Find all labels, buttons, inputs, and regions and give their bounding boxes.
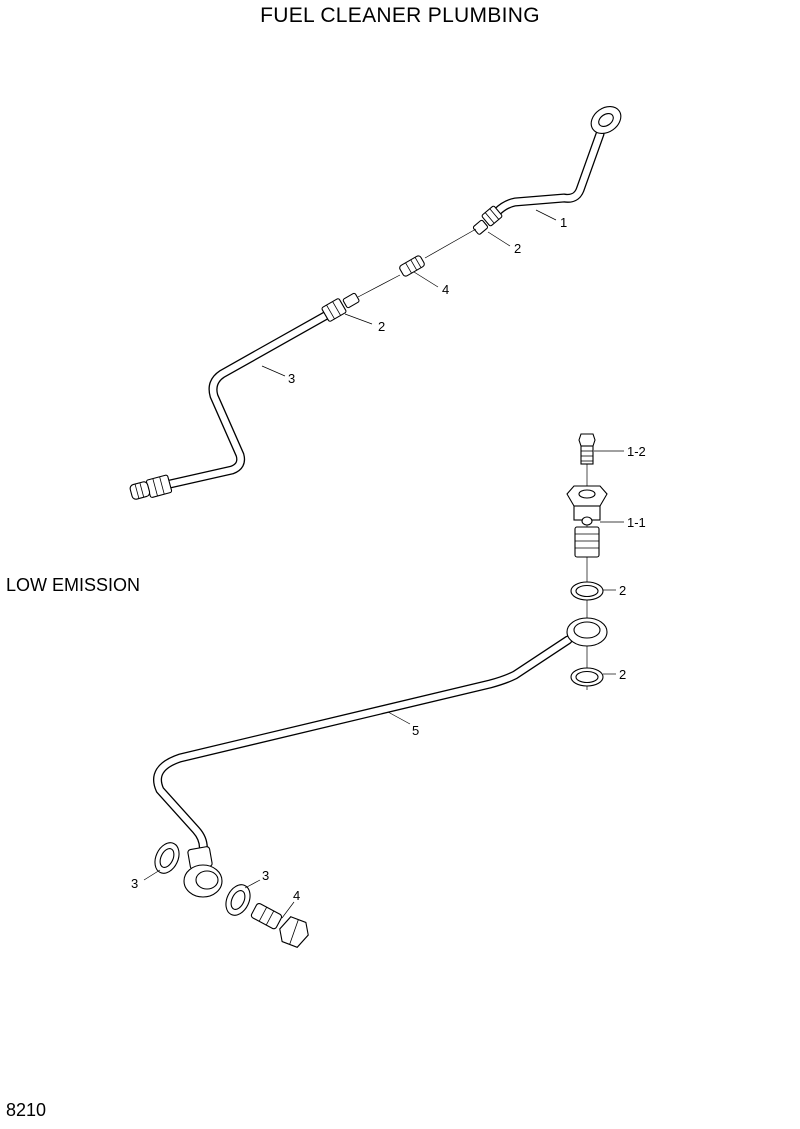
leader-4-lower: [281, 901, 295, 919]
leader-2a: [487, 231, 511, 247]
banjo-bolt-1-1: [566, 485, 608, 558]
callout-2-top: 2: [619, 583, 626, 598]
callout-5: 5: [412, 723, 419, 738]
callout-3-right: 3: [262, 868, 269, 883]
washer-3-right: [225, 884, 251, 916]
lower-assembly: 1-2 1-1 2 2 5 3 3 4: [131, 433, 646, 948]
callout-4: 4: [442, 282, 449, 297]
leader-2b: [344, 313, 373, 325]
nipple-4: [399, 255, 425, 277]
leader-3-left: [143, 869, 161, 881]
callout-2b: 2: [378, 319, 385, 334]
washer-3-left: [154, 842, 180, 874]
upper-assembly: 1 2 4 2 3: [129, 106, 622, 500]
centre-line-upper: [424, 228, 477, 259]
banjo-bolt-4: [250, 902, 309, 948]
page-title: FUEL CLEANER PLUMBING: [260, 4, 540, 27]
pipe-1: [472, 106, 622, 235]
centre-line-upper-2: [357, 274, 401, 298]
leader-4: [413, 271, 439, 288]
low-emission-label: LOW EMISSION: [6, 575, 141, 595]
leader-3-right: [244, 879, 261, 889]
bolt-1-2: [578, 433, 596, 465]
washer-2-top: [570, 581, 604, 601]
callout-2a: 2: [514, 241, 521, 256]
callout-1-2: 1-2: [627, 444, 646, 459]
page-code: 8210: [6, 1100, 47, 1120]
washer-2-bottom: [570, 667, 604, 687]
callout-3-left: 3: [131, 876, 138, 891]
callout-3: 3: [288, 371, 295, 386]
leader-5: [387, 711, 411, 725]
callout-1-1: 1-1: [627, 515, 646, 530]
leader-3: [261, 365, 286, 377]
callout-2-bottom: 2: [619, 667, 626, 682]
callout-1: 1: [560, 215, 567, 230]
pipe-5: [153, 617, 608, 898]
leader-1: [535, 209, 557, 221]
callout-4-lower: 4: [293, 888, 300, 903]
pipe-3: [129, 292, 360, 500]
